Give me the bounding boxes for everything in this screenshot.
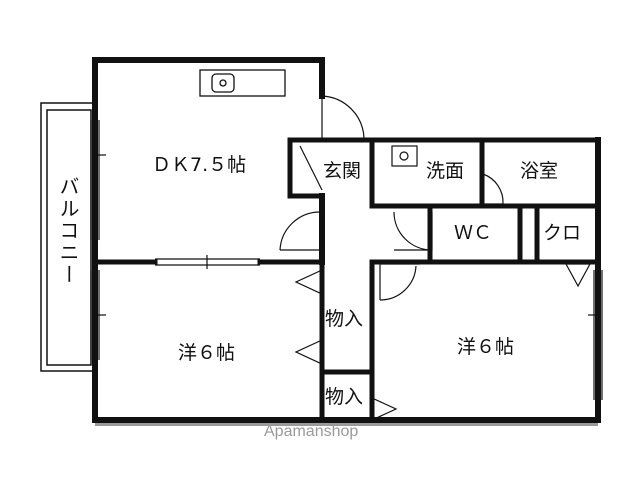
- wash-basin: [391, 145, 418, 167]
- interior-lines: [90, 120, 603, 400]
- room-label-entrance: 玄関: [323, 160, 362, 182]
- room-label-storage-lower: 物入: [325, 386, 364, 408]
- watermark: Apamanshop: [264, 423, 359, 440]
- room-label-bathroom: 浴室: [520, 160, 559, 182]
- room-label-balcony: バルコニー: [56, 176, 80, 286]
- door-markers: [294, 263, 592, 421]
- kitchen-counter: [199, 69, 286, 97]
- room-label-western-left: 洋６帖: [178, 342, 236, 364]
- room-label-wc: ＷＣ: [454, 222, 493, 244]
- room-label-dk: ＤＫ7.５帖: [152, 154, 247, 176]
- room-label-western-right: 洋６帖: [457, 336, 515, 358]
- room-label-washroom: 洗面: [426, 160, 465, 182]
- door-swings: [279, 95, 504, 301]
- room-label-storage-upper: 物入: [325, 308, 364, 330]
- walls: [92, 57, 601, 423]
- room-label-closet: クロ: [543, 222, 582, 244]
